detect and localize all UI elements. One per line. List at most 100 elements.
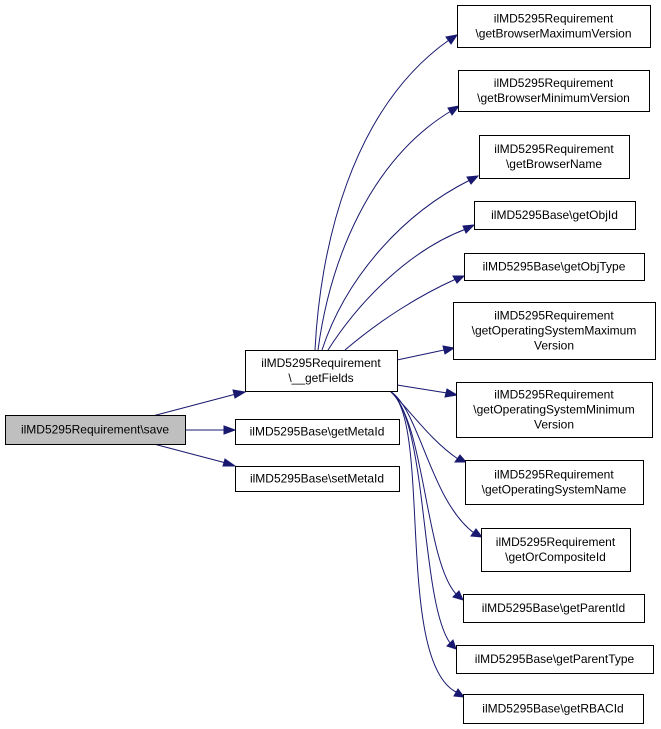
edge-getFields-to-getOperatingSystemMaximumVersion	[396, 345, 456, 361]
edge-line	[396, 384, 448, 394]
node-box[interactable]	[465, 460, 644, 505]
call-edges	[144, 34, 484, 698]
edge-line	[389, 390, 457, 693]
node-label-line: ilMD5295Base\getObjId	[491, 208, 618, 222]
arrowhead-icon	[222, 458, 237, 467]
node-getRBACId[interactable]: ilMD5295Base\getRBACId	[463, 694, 644, 724]
edge-getFields-to-getObjType	[344, 275, 466, 351]
node-getBrowserMinimumVersion[interactable]: ilMD5295Requirement\getBrowserMinimumVer…	[458, 70, 650, 112]
edge-getFields-to-getOperatingSystemName	[389, 390, 468, 463]
node-getOrCompositeId[interactable]: ilMD5295Requirement\getOrCompositeId	[481, 528, 631, 572]
node-getObjId[interactable]: ilMD5295Base\getObjId	[474, 201, 636, 230]
node-label-line: \getOrCompositeId	[505, 550, 606, 564]
node-label-line: \getOperatingSystemName	[482, 483, 627, 497]
node-box[interactable]	[458, 70, 650, 112]
arrowhead-icon	[466, 175, 480, 185]
edge-line	[144, 393, 237, 419]
node-box[interactable]	[5, 415, 186, 445]
arrowhead-icon	[470, 528, 484, 538]
edge-getFields-to-getBrowserMinimumVersion	[317, 105, 461, 351]
node-label-line: Version	[534, 418, 574, 432]
arrowhead-icon	[232, 389, 247, 399]
edge-getFields-to-getBrowserName	[321, 175, 480, 351]
edge-getFields-to-getBrowserMaximumVersion	[314, 34, 459, 351]
arrowhead-icon	[445, 34, 459, 45]
node-label-line: Version	[534, 339, 574, 353]
node-box[interactable]	[235, 466, 400, 492]
edge-getFields-to-getObjId	[327, 224, 476, 351]
node-box[interactable]	[463, 594, 645, 623]
arrowhead-icon	[447, 105, 461, 116]
node-box[interactable]	[456, 645, 654, 674]
node-box[interactable]	[245, 350, 398, 392]
arrowhead-icon	[452, 590, 464, 601]
node-label-line: ilMD5295Requirement	[261, 356, 381, 370]
edge-line	[317, 110, 452, 351]
node-getFields[interactable]: ilMD5295Requirement\__getFields	[245, 350, 398, 392]
node-label-line: ilMD5295Base\getParentType	[475, 652, 635, 666]
arrowhead-icon	[454, 454, 468, 463]
node-getParentType[interactable]: ilMD5295Base\getParentType	[456, 645, 654, 674]
arrowhead-icon	[442, 345, 456, 355]
edge-getFields-to-getOrCompositeId	[389, 390, 484, 538]
node-getBrowserName[interactable]: ilMD5295Requirement\getBrowserName	[479, 135, 630, 179]
node-label-line: ilMD5295Base\getMetaId	[250, 425, 385, 439]
node-getObjType[interactable]: ilMD5295Base\getObjType	[464, 253, 645, 281]
node-label-line: \getBrowserMaximumVersion	[475, 27, 631, 41]
node-box[interactable]	[464, 253, 645, 281]
node-getOperatingSystemMaximumVersion[interactable]: ilMD5295Requirement\getOperatingSystemMa…	[453, 302, 656, 360]
node-box[interactable]	[457, 5, 651, 48]
node-getParentId[interactable]: ilMD5295Base\getParentId	[463, 594, 645, 623]
arrowhead-icon	[452, 275, 466, 284]
node-label-line: ilMD5295Base\getObjType	[483, 260, 626, 274]
edge-getFields-to-getParentType	[389, 390, 457, 650]
node-box[interactable]	[479, 135, 630, 179]
edge-save-to-getFields	[144, 389, 247, 419]
node-label-line: ilMD5295Requirement	[494, 12, 614, 26]
edge-line	[149, 442, 227, 464]
node-box[interactable]	[474, 201, 636, 230]
node-getOperatingSystemName[interactable]: ilMD5295Requirement\getOperatingSystemNa…	[465, 460, 644, 505]
edge-line	[396, 349, 445, 361]
edge-line	[314, 39, 450, 351]
node-label-line: ilMD5295Requirement\save	[21, 423, 169, 437]
edge-getFields-to-getParentId	[389, 390, 464, 601]
node-label-line: \getOperatingSystemMinimum	[473, 403, 634, 417]
node-label-line: ilMD5295Base\getParentId	[482, 601, 625, 615]
node-label-line: ilMD5295Requirement	[494, 468, 614, 482]
function-nodes: ilMD5295Requirement\save ilMD5295Requirem…	[5, 5, 656, 724]
edge-save-to-getMetaId	[185, 425, 237, 435]
node-getOperatingSystemMinimumVersion[interactable]: ilMD5295Requirement\getOperatingSystemMi…	[456, 382, 653, 438]
edge-getFields-to-getRBACId	[389, 390, 466, 698]
node-save[interactable]: ilMD5295Requirement\save	[5, 415, 186, 445]
node-label-line: ilMD5295Base\getRBACId	[482, 702, 623, 716]
arrowhead-icon	[462, 224, 476, 234]
arrowhead-icon	[446, 639, 457, 650]
node-label-line: ilMD5295Requirement	[494, 76, 614, 90]
node-label-line: ilMD5295Requirement	[496, 535, 616, 549]
node-box[interactable]	[453, 302, 656, 360]
node-box[interactable]	[456, 382, 653, 438]
edge-line	[389, 390, 475, 534]
node-label-line: ilMD5295Requirement	[494, 142, 614, 156]
edge-line	[321, 179, 471, 351]
edge-line	[389, 390, 451, 644]
node-box[interactable]	[463, 694, 644, 724]
node-box[interactable]	[235, 419, 400, 445]
arrowhead-icon	[444, 388, 459, 398]
node-setMetaId[interactable]: ilMD5295Base\setMetaId	[235, 466, 400, 492]
node-box[interactable]	[481, 528, 631, 572]
node-label-line: ilMD5295Requirement	[494, 388, 614, 402]
edge-line	[344, 278, 457, 351]
node-getMetaId[interactable]: ilMD5295Base\getMetaId	[235, 419, 400, 445]
edge-getFields-to-getOperatingSystemMinimumVersion	[396, 384, 459, 398]
edge-save-to-setMetaId	[149, 442, 237, 467]
node-label-line: \getOperatingSystemMaximum	[472, 324, 637, 338]
arrowhead-icon	[453, 688, 466, 698]
node-label-line: ilMD5295Base\setMetaId	[250, 472, 384, 486]
edge-line	[327, 228, 467, 351]
node-getBrowserMaximumVersion[interactable]: ilMD5295Requirement\getBrowserMaximumVer…	[457, 5, 651, 48]
node-label-line: \getBrowserName	[506, 157, 602, 171]
node-label-line: \__getFields	[288, 371, 353, 385]
